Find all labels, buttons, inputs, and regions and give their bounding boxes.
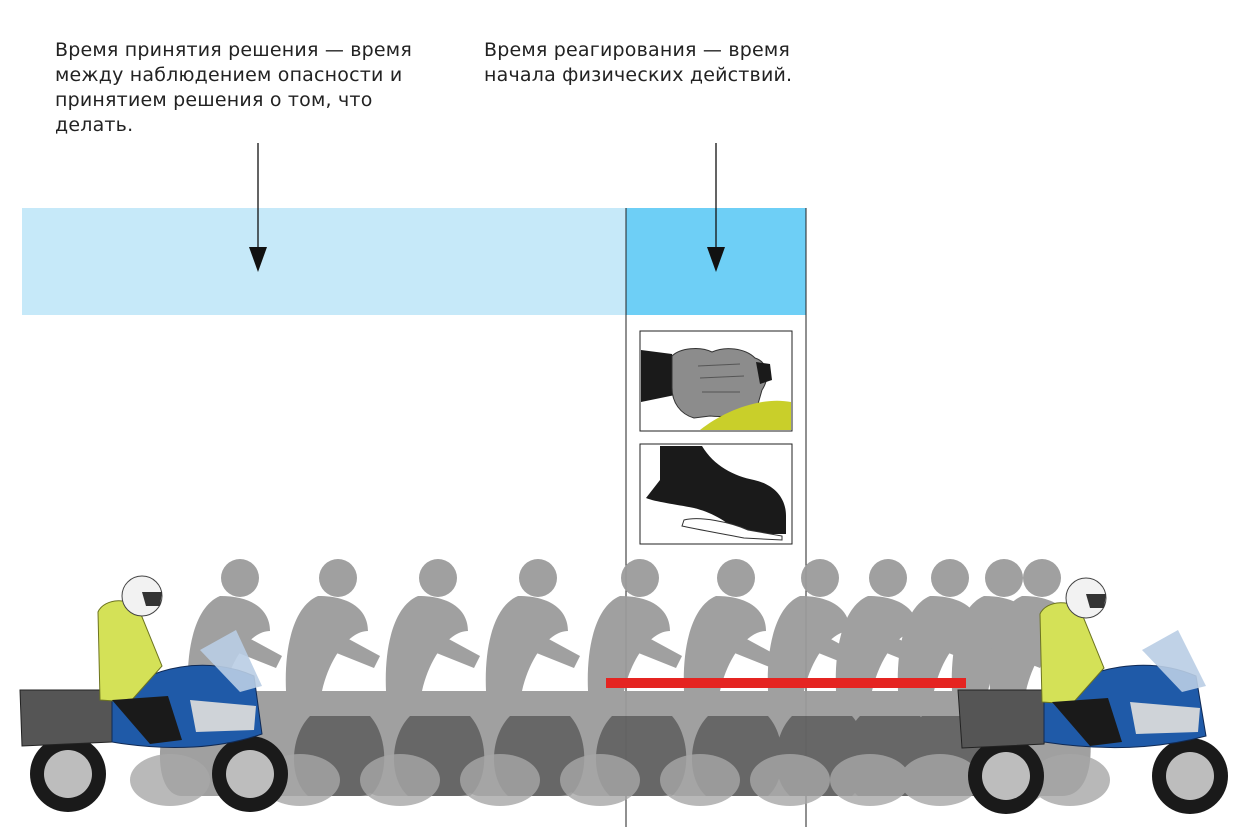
foot-on-pedal-icon <box>639 443 793 545</box>
motorcycle-rider-braking-icon <box>957 577 1228 814</box>
braking-distance-bar <box>606 678 966 688</box>
decision-time-band <box>22 208 626 315</box>
reaction-time-caption: Время реагирования — время начала физиче… <box>484 39 793 86</box>
reaction-arrow <box>707 143 725 272</box>
hand-on-lever-icon <box>639 330 793 432</box>
motorcycle-rider-icon <box>19 575 288 812</box>
decision-arrow <box>249 143 267 272</box>
decision-time-caption: Время принятия решения — время между наб… <box>55 39 412 136</box>
